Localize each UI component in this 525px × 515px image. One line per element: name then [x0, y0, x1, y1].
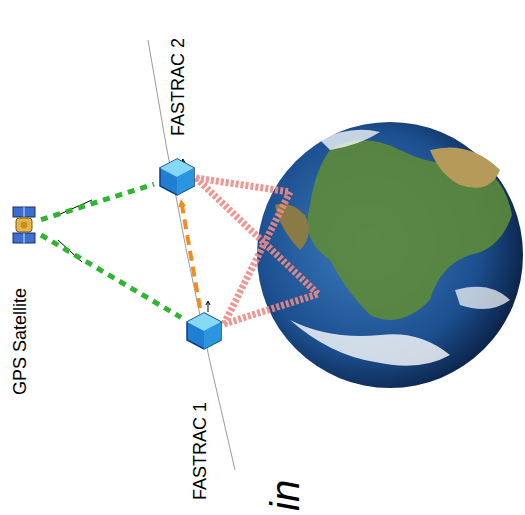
land-mass — [308, 140, 513, 320]
fragment-text: in — [262, 480, 308, 511]
gps-signal-link — [41, 184, 154, 219]
satellite-cube-icon — [157, 156, 197, 198]
crosslink-beams — [196, 178, 318, 324]
satellite-label: FASTRAC 2 — [168, 38, 189, 136]
relative-baseline-link — [181, 201, 200, 308]
gps-satellite-icon — [10, 206, 38, 244]
earth-globe — [257, 122, 523, 388]
fastrac-satellite: FASTRAC 2 — [157, 156, 197, 198]
satellite-label: GPS Satellite — [10, 288, 31, 395]
satellite-label: FASTRAC 1 — [190, 402, 211, 500]
fastrac-satellite: FASTRAC 1 — [184, 311, 224, 351]
gps-satellite: GPS Satellite — [10, 206, 38, 244]
cloud-band — [455, 287, 510, 309]
gps-signal-link — [41, 235, 181, 317]
land-mass — [430, 148, 500, 188]
cloud-band — [320, 130, 380, 150]
cloud-band — [290, 320, 450, 366]
satellite-cube-icon — [184, 311, 224, 351]
